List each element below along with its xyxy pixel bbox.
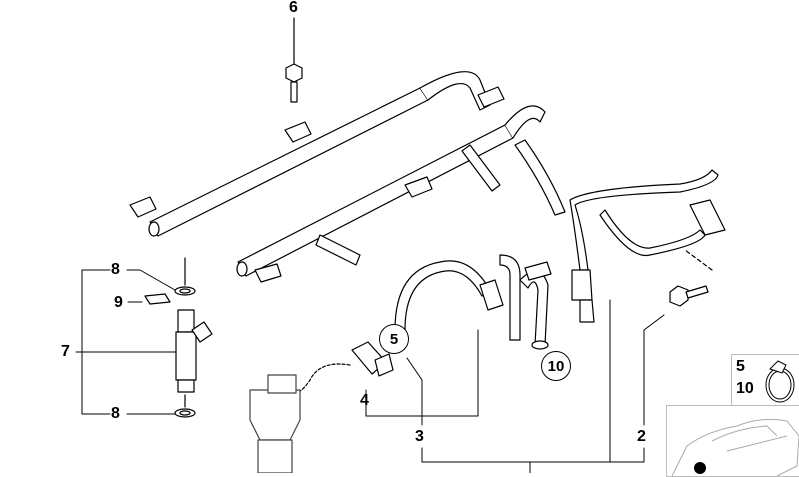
vehicle-locator-inset [666, 405, 799, 477]
hose-10 [519, 261, 552, 350]
car-silhouette-icon [671, 418, 799, 476]
callout-3: 3 [415, 428, 424, 445]
pressure-sensor [249, 374, 301, 473]
hose-3 [394, 254, 521, 341]
callout-8-top: 8 [111, 261, 120, 278]
callout-10-circle: 10 [541, 351, 571, 381]
injector-7 [144, 286, 213, 418]
callout-2: 2 [637, 428, 646, 445]
callout-6: 6 [289, 0, 298, 16]
callout-5-circle: 5 [379, 324, 409, 354]
feed-hose-2 [514, 139, 726, 323]
connector-4 [351, 341, 394, 377]
fuel-rail-upper [129, 71, 505, 237]
inset-label-10: 10 [736, 380, 754, 397]
bolt-2 [669, 285, 709, 307]
bolt-leader [684, 249, 713, 271]
callout-8-bottom: 8 [111, 405, 120, 422]
hose-clamp-icon [765, 360, 795, 403]
callout-4: 4 [360, 392, 369, 409]
leader-lines [75, 269, 665, 473]
clamp-inset: 5 10 [731, 354, 799, 408]
callout-7: 7 [61, 343, 70, 360]
bolt-6 [285, 63, 303, 103]
inset-label-5: 5 [736, 358, 745, 375]
fuel-rail-lower [236, 105, 546, 283]
callout-9: 9 [114, 294, 123, 311]
